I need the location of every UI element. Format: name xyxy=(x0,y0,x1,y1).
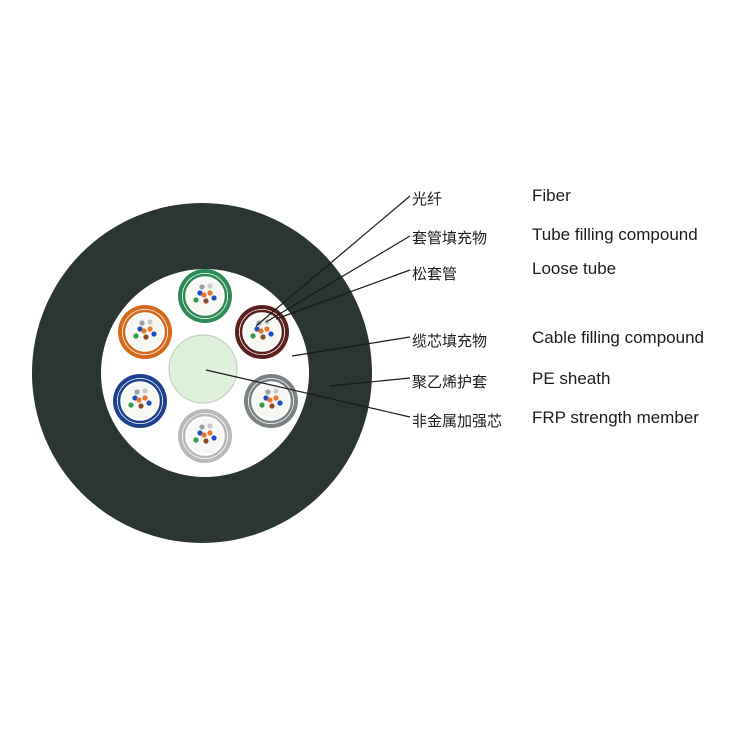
label-pe-sheath-en: PE sheath xyxy=(532,369,611,388)
fiber-dot xyxy=(207,423,213,429)
fiber-dot xyxy=(207,430,213,436)
label-tube-filling-cn: 套管填充物 xyxy=(412,229,488,247)
loose-tubes-group xyxy=(113,269,298,463)
fiber-dot xyxy=(133,333,139,339)
fiber-dot xyxy=(141,328,147,334)
fiber-dot xyxy=(147,319,153,325)
fiber-dot xyxy=(134,389,140,395)
fiber-dot xyxy=(258,328,264,334)
fiber-dot xyxy=(273,395,279,401)
fiber-dot xyxy=(267,397,273,403)
fiber-dot xyxy=(269,403,275,409)
fiber-dot xyxy=(207,290,213,296)
blue-loose-tube-icon xyxy=(113,374,167,428)
label-cable-filling-en: Cable filling compound xyxy=(532,328,704,347)
label-loose-tube-en: Loose tube xyxy=(532,259,617,278)
loose-tube-inner-ring xyxy=(182,413,228,459)
label-fiber-en: Fiber xyxy=(532,186,571,205)
loose-tube-inner-ring xyxy=(182,273,228,319)
fiber-dot xyxy=(250,333,256,339)
fiber-dot xyxy=(264,326,270,332)
leader-line xyxy=(265,235,411,323)
green-loose-tube-icon xyxy=(178,269,232,323)
fiber-dot xyxy=(203,298,209,304)
fiber-dot xyxy=(211,295,217,301)
fiber-dot xyxy=(143,334,149,340)
fiber-dot xyxy=(254,326,260,332)
fiber-dot xyxy=(139,320,145,326)
loose-tube-inner-ring xyxy=(122,309,168,355)
loose-tube-inner-ring xyxy=(248,378,294,424)
label-cable-filling-cn: 缆芯填充物 xyxy=(412,332,488,350)
fiber-dot xyxy=(193,297,199,303)
fiber-dot xyxy=(268,331,274,337)
leader-line xyxy=(329,377,411,387)
loose-tube-inner-ring xyxy=(117,378,163,424)
label-tube-filling-en: Tube filling compound xyxy=(532,225,698,244)
fiber-dot xyxy=(138,403,144,409)
fiber-dot xyxy=(265,389,271,395)
loose-tube-inner-ring xyxy=(239,309,285,355)
fiber-dot xyxy=(151,331,157,337)
label-frp-en: FRP strength member xyxy=(532,408,699,427)
label-fiber-cn: 光纤 xyxy=(412,190,443,208)
fiber-dot xyxy=(201,432,207,438)
fiber-dot xyxy=(142,388,148,394)
label-frp-cn: 非金属加强芯 xyxy=(412,412,503,430)
orange-loose-tube-icon xyxy=(118,305,172,359)
fiber-dot xyxy=(211,435,217,441)
leader-lines xyxy=(205,195,411,418)
fiber-dot xyxy=(146,400,152,406)
fiber-dot xyxy=(199,424,205,430)
leader-line xyxy=(275,269,411,320)
fiber-dot xyxy=(263,395,269,401)
fiber-dot xyxy=(259,402,265,408)
fiber-dot xyxy=(128,402,134,408)
fiber-dot xyxy=(136,397,142,403)
label-pe-sheath-cn: 聚乙烯护套 xyxy=(412,373,488,391)
fiber-dot xyxy=(203,438,209,444)
frp-strength-member xyxy=(168,334,238,404)
leader-line xyxy=(255,195,411,327)
fiber-dot xyxy=(197,430,203,436)
fiber-dot xyxy=(201,292,207,298)
white-loose-tube-icon xyxy=(178,409,232,463)
slate-loose-tube-icon xyxy=(244,374,298,428)
fiber-dot xyxy=(197,290,203,296)
fiber-dot xyxy=(207,283,213,289)
fiber-dot xyxy=(277,400,283,406)
fiber-dot xyxy=(273,388,279,394)
fiber-dot xyxy=(199,284,205,290)
leader-line xyxy=(291,336,411,357)
fiber-dot xyxy=(132,395,138,401)
fiber-dot xyxy=(147,326,153,332)
brown-loose-tube-icon xyxy=(235,305,289,359)
fiber-dot xyxy=(260,334,266,340)
label-loose-tube-cn: 松套管 xyxy=(412,265,458,283)
fiber-dot xyxy=(193,437,199,443)
fiber-dot xyxy=(137,326,143,332)
fiber-dot xyxy=(142,395,148,401)
leader-line xyxy=(205,369,411,418)
